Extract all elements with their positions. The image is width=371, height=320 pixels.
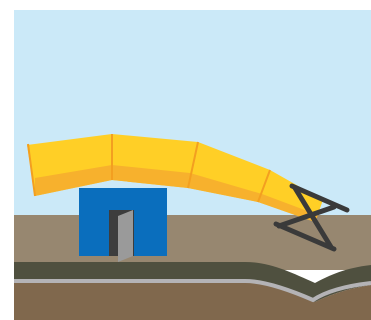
building-icon <box>79 188 167 262</box>
stand-diagonal <box>292 185 334 250</box>
ground-lower <box>14 282 371 320</box>
tube-joint <box>257 169 271 203</box>
ground-top <box>14 215 371 270</box>
tube-joints <box>27 134 271 203</box>
tube-joint <box>187 141 199 189</box>
tube-icon <box>27 134 323 222</box>
stand-bottom-bar <box>273 221 337 252</box>
tube-joint <box>27 143 36 197</box>
underground-pipe <box>14 279 371 303</box>
stand-top-bar <box>289 183 350 213</box>
tube-shade <box>35 165 318 222</box>
door <box>118 210 133 262</box>
stand-diagonal <box>276 204 337 229</box>
stand-icon <box>273 183 350 252</box>
